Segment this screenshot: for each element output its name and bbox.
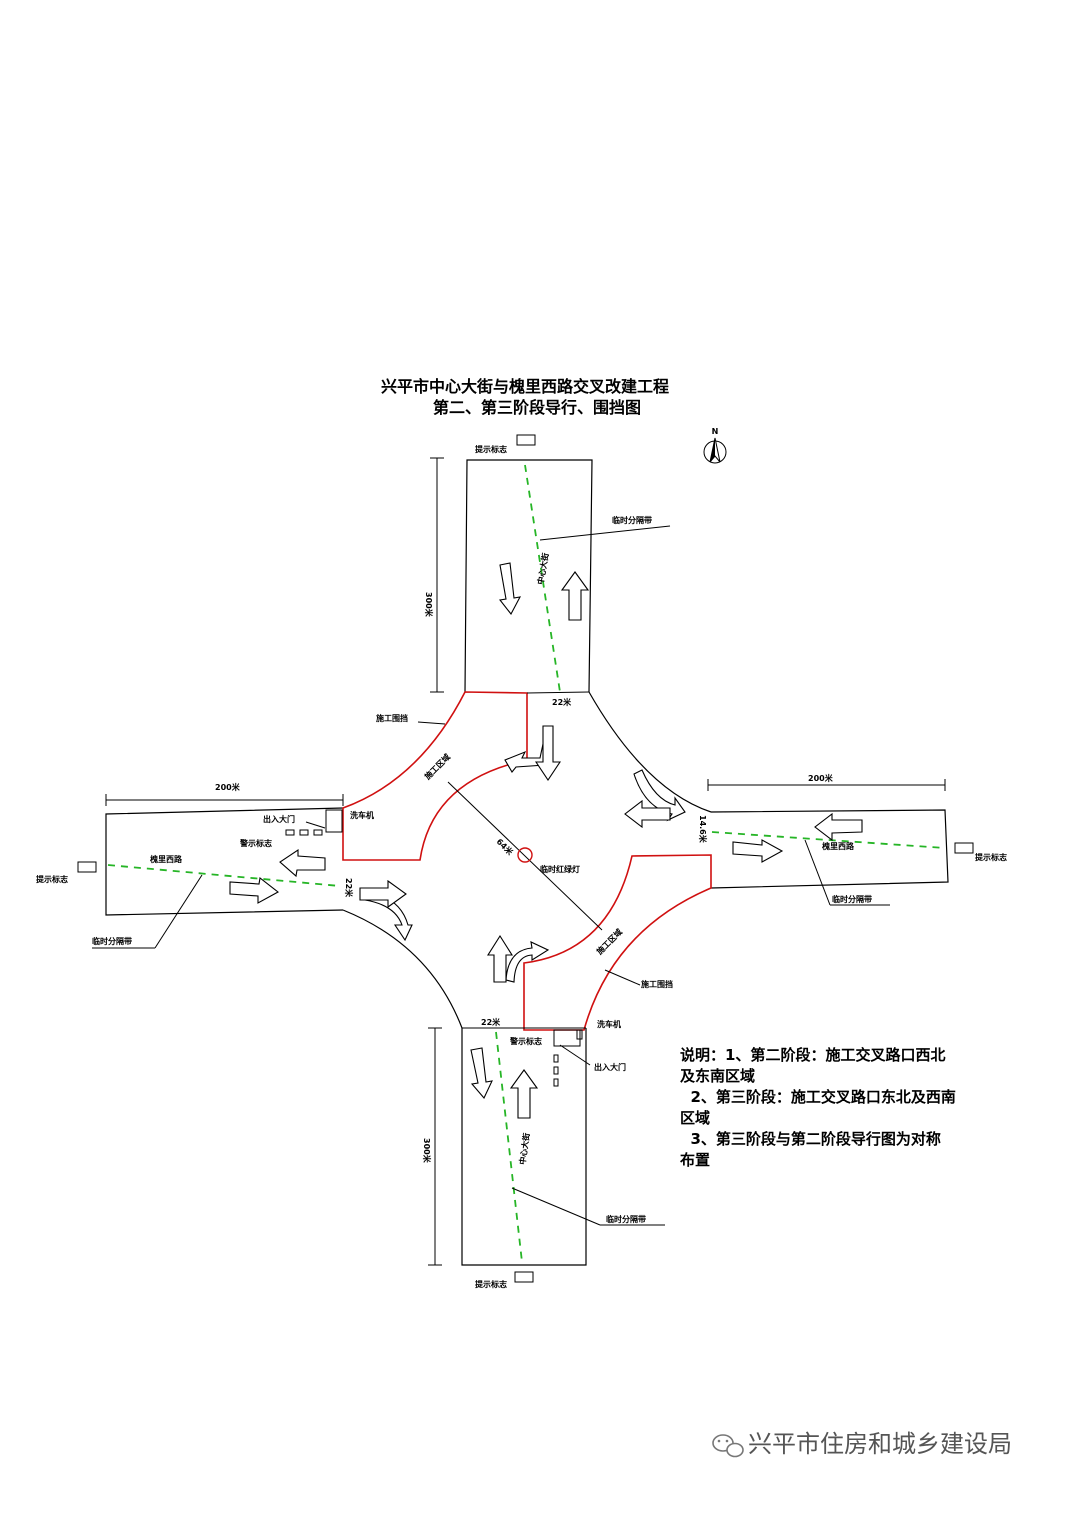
label-width-west: 22米 (344, 878, 354, 898)
arrow-turn-east-icon (633, 769, 686, 822)
label-wash-south: 洗车机 (597, 1019, 621, 1029)
east-road-outline (710, 809, 949, 889)
dimension-east-length (707, 779, 946, 791)
note-line-3: 2、第三阶段：施工交叉路口东北及西南 (680, 1088, 956, 1106)
arrow-straight-south-icon (487, 934, 513, 983)
label-len-west: 200米 (215, 782, 241, 792)
leader-gate-south (559, 1044, 591, 1066)
label-len-east: 200米 (808, 773, 834, 783)
label-width-south: 22米 (481, 1017, 501, 1027)
hoarding-northwest (342, 691, 528, 861)
leader-hoarding-nw (417, 721, 446, 725)
notes-block: 说明：1、第二阶段：施工交叉路口西北 及东南区域 2、第三阶段：施工交叉路口东北… (680, 1046, 956, 1169)
watermark: 兴平市住房和城乡建设局 (712, 1430, 1012, 1458)
label-diag-length: 64米 (495, 836, 516, 857)
note-line-1: 说明：1、第二阶段：施工交叉路口西北 (680, 1046, 945, 1064)
gate-box-west (325, 809, 343, 833)
north-arrow-icon: N (703, 427, 727, 464)
sw-corner-curve (342, 909, 463, 1029)
label-zone-nw: 施工区域 (422, 752, 452, 782)
leader-gate-west (305, 821, 326, 829)
label-sign-left: 提示标志 (36, 874, 68, 884)
warn-box-south-3 (553, 1078, 559, 1087)
label-gate-west: 出入大门 (263, 814, 295, 824)
note-line-4: 区域 (680, 1109, 710, 1127)
wechat-icon (712, 1434, 744, 1458)
label-len-south: 300米 (422, 1138, 432, 1164)
arrow-turn-south-icon (505, 941, 550, 983)
warn-box-west-3 (313, 829, 323, 836)
label-signal: 临时红绿灯 (540, 864, 580, 874)
arrow-south-up-icon (509, 1069, 539, 1119)
arrow-straight-north-icon (534, 725, 562, 781)
gate-box-south (553, 1029, 581, 1047)
north-stop-line (526, 691, 590, 694)
west-road-outline (105, 807, 344, 916)
label-hoarding-nw: 施工围挡 (376, 713, 408, 723)
leader-hoarding-se (604, 969, 641, 986)
dimension-west-length (105, 794, 344, 806)
label-sign-right: 提示标志 (975, 852, 1007, 862)
arrow-north-down-icon (498, 562, 522, 616)
label-width-north: 22米 (552, 697, 572, 707)
arrow-north-up-icon (560, 571, 590, 621)
sign-box-top (516, 434, 536, 446)
wash-box-south (576, 1029, 583, 1040)
note-line-5: 3、第三阶段与第二阶段导行图为对称 (680, 1130, 941, 1148)
label-median-right: 临时分隔带 (832, 894, 872, 904)
hoarding-southeast (523, 854, 712, 1031)
title-line-2: 第二、第三阶段导行、围挡图 (433, 398, 641, 417)
arrow-east-left-icon (814, 812, 863, 842)
label-road-east: 槐里西路 (821, 841, 855, 851)
arrow-straight-east-icon (624, 799, 671, 829)
sign-box-bottom (514, 1271, 534, 1283)
arrow-east-right-icon (732, 839, 784, 863)
sign-box-right (954, 842, 974, 854)
label-sign-bottom: 提示标志 (475, 1279, 507, 1289)
label-wash-west: 洗车机 (350, 810, 374, 820)
north-road-outline (464, 459, 593, 693)
south-road-outline (461, 1028, 587, 1266)
note-line-6: 布置 (680, 1151, 710, 1169)
arrow-straight-west-icon (359, 879, 407, 909)
warn-box-south-2 (553, 1066, 559, 1075)
ne-corner-curve (588, 691, 712, 813)
label-road-west: 槐里西路 (149, 854, 183, 864)
warn-box-west-2 (299, 829, 309, 836)
label-sign-top: 提示标志 (475, 444, 507, 454)
label-hoarding-se: 施工围挡 (641, 979, 673, 989)
north-mark: N (712, 427, 719, 436)
diagonal-dimension-line (447, 781, 603, 931)
label-warn-south: 警示标志 (509, 1036, 542, 1046)
warn-box-west-1 (285, 829, 295, 836)
arrow-west-right-icon (229, 876, 279, 904)
label-len-north: 300米 (424, 592, 434, 618)
temporary-signal-icon (517, 847, 533, 863)
label-median-bottom: 临时分隔带 (606, 1214, 646, 1224)
label-warn-west: 警示标志 (239, 838, 272, 848)
arrow-west-left-icon (279, 848, 326, 878)
leader-median-bottom (511, 1187, 601, 1226)
leader-median-top (539, 525, 671, 541)
sign-box-left (77, 861, 97, 873)
label-width-east: 14.6米 (698, 815, 708, 844)
note-line-2: 及东南区域 (680, 1067, 755, 1085)
label-street-north: 中心大街 (535, 552, 550, 585)
dimension-south-length (428, 1027, 442, 1266)
dimension-north-length (430, 457, 444, 693)
warn-box-south-1 (553, 1054, 559, 1063)
label-median-left: 临时分隔带 (92, 936, 132, 946)
title-line-1: 兴平市中心大街与槐里西路交叉改建工程 (381, 377, 669, 396)
label-zone-se: 施工区域 (594, 927, 624, 957)
median-south (495, 1031, 523, 1263)
arrow-south-down-icon (470, 1047, 493, 1100)
leader-median-right (804, 839, 831, 906)
label-street-south: 中心大街 (517, 1132, 531, 1165)
label-gate-south: 出入大门 (594, 1062, 626, 1072)
leader-median-left (154, 874, 203, 949)
label-median-top: 临时分隔带 (612, 515, 652, 525)
watermark-text: 兴平市住房和城乡建设局 (748, 1430, 1012, 1458)
